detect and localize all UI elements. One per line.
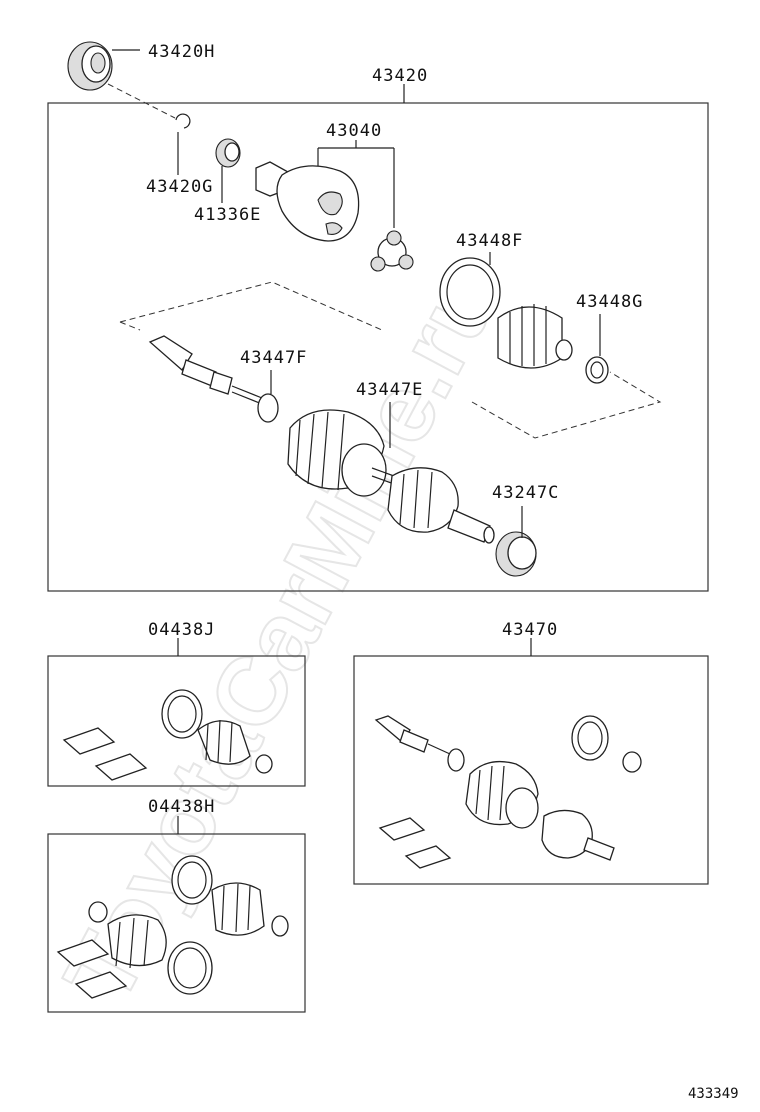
- label-43420g[interactable]: 43420G: [146, 177, 213, 197]
- label-43247c[interactable]: 43247C: [492, 483, 559, 503]
- kit-04438j-parts-icon[interactable]: [62, 689, 273, 781]
- snap-ring-43420g-icon[interactable]: [175, 113, 191, 129]
- clamp-43448g-icon[interactable]: [585, 356, 609, 384]
- label-43040[interactable]: 43040: [326, 121, 382, 141]
- tripod-spider-icon[interactable]: [370, 230, 414, 272]
- joint-housing-43040-icon[interactable]: [255, 161, 360, 242]
- label-43448g[interactable]: 43448G: [576, 292, 643, 312]
- label-04438h[interactable]: 04438H: [148, 797, 215, 817]
- drive-shaft-icon[interactable]: [148, 335, 495, 544]
- shaft-assembly-43470-icon[interactable]: [374, 715, 642, 869]
- kit-04438h-parts-icon[interactable]: [56, 855, 289, 999]
- inboard-boot-icon[interactable]: [497, 304, 573, 369]
- label-43447e[interactable]: 43447E: [356, 380, 423, 400]
- label-43420h[interactable]: 43420H: [148, 42, 215, 62]
- watermark: ToyotaCarMine.ru: [44, 255, 518, 1020]
- assembly-box-43470: [353, 655, 709, 885]
- label-43448f[interactable]: 43448F: [456, 231, 523, 251]
- label-04438j[interactable]: 04438J: [148, 620, 215, 640]
- ring-43247c-icon[interactable]: [495, 531, 537, 577]
- assembly-box-43420: [47, 102, 709, 592]
- label-43420[interactable]: 43420: [372, 66, 428, 86]
- kit-box-04438h: [47, 833, 306, 1013]
- label-41336e[interactable]: 41336E: [194, 205, 261, 225]
- kit-box-04438j: [47, 655, 306, 787]
- diagram-reference-number: 433349: [688, 1086, 739, 1102]
- collar-41336e-icon[interactable]: [215, 138, 241, 168]
- seal-43420h-icon[interactable]: [67, 41, 113, 91]
- clamp-43448f-icon[interactable]: [439, 257, 501, 327]
- label-43470[interactable]: 43470: [502, 620, 558, 640]
- label-43447f[interactable]: 43447F: [240, 348, 307, 368]
